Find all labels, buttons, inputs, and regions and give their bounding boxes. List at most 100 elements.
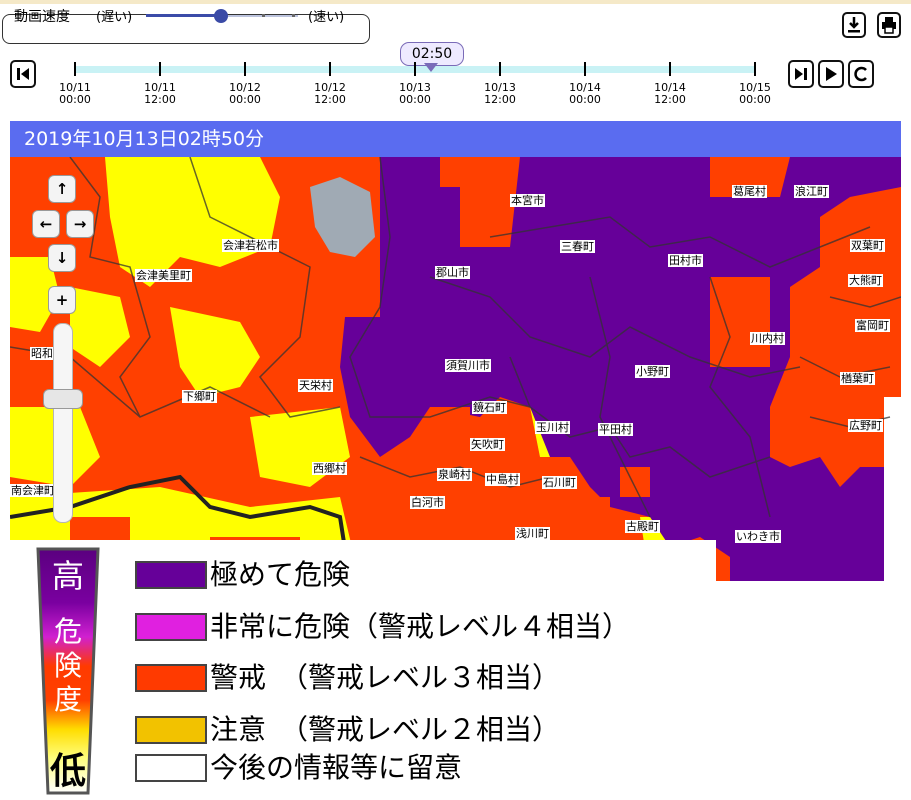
arrow-down-icon: ↓ <box>55 249 69 267</box>
place-label: 古殿町 <box>625 520 660 533</box>
caution-area <box>170 307 260 397</box>
place-label: 矢吹町 <box>470 438 505 451</box>
speed-slider-tick <box>262 14 265 17</box>
pan-up-button[interactable]: ↑ <box>48 175 76 203</box>
pan-left-button[interactable]: ← <box>32 210 60 238</box>
place-label: 本宮市 <box>510 194 545 207</box>
speed-slow-label: (遅い) <box>96 10 133 25</box>
place-label: 中島村 <box>485 473 520 486</box>
skip-start-button[interactable] <box>10 60 36 88</box>
legend-label: 今後の情報等に留意 <box>210 751 463 784</box>
place-label: 天栄村 <box>298 379 333 392</box>
timeline-tick <box>414 62 416 76</box>
place-label: 広野町 <box>848 419 883 432</box>
datetime-header: 2019年10月13日02時50分 <box>10 121 901 157</box>
legend-swatch <box>135 754 207 782</box>
caution-area <box>10 257 60 332</box>
place-label: 下郷町 <box>182 390 217 403</box>
tick-date: 10/12 <box>229 81 261 94</box>
download-button[interactable] <box>842 12 866 38</box>
scale-mid-label: 度 <box>54 683 82 716</box>
tick-date: 10/14 <box>569 81 601 94</box>
lake-inawashiro <box>310 177 375 257</box>
tick-date: 10/13 <box>484 81 516 94</box>
tick-date: 10/13 <box>399 81 431 94</box>
speed-slider-knob[interactable] <box>214 9 228 23</box>
tick-date: 10/11 <box>144 81 176 94</box>
place-label: 石川町 <box>542 476 577 489</box>
speed-slider-fill <box>146 14 222 17</box>
legend-label: 非常に危険（警戒レベル４相当） <box>210 610 631 643</box>
zoom-slider-thumb[interactable] <box>43 389 83 409</box>
legend-label: 注意 （警戒レベル２相当） <box>210 713 561 746</box>
tick-date: 10/14 <box>654 81 686 94</box>
tick-date: 10/11 <box>59 81 91 94</box>
place-label: 小野町 <box>635 365 670 378</box>
tick-date: 10/15 <box>739 81 771 94</box>
printer-icon <box>882 17 896 34</box>
legend-swatch <box>135 561 207 589</box>
timeline-tick <box>499 62 501 76</box>
place-label: 泉崎村 <box>437 468 472 481</box>
tick-time: 00:00 <box>739 93 771 106</box>
current-time-bubble[interactable]: 02:50 <box>400 42 464 66</box>
legend-panel <box>0 540 716 800</box>
speed-fast-label: (速い) <box>308 10 345 25</box>
tick-time: 12:00 <box>484 93 516 106</box>
place-label: 双葉町 <box>850 239 885 252</box>
place-label: 富岡町 <box>855 319 890 332</box>
step-forward-button[interactable] <box>788 60 814 88</box>
print-button[interactable] <box>877 12 901 38</box>
place-label: 三春町 <box>560 240 595 253</box>
pan-down-button[interactable]: ↓ <box>48 244 76 272</box>
place-label: いわき市 <box>735 530 781 543</box>
timeline-tick <box>669 62 671 76</box>
arrow-right-icon: → <box>73 215 87 233</box>
place-label: 川内村 <box>750 332 785 345</box>
place-label: 楢葉町 <box>840 372 875 385</box>
legend-label: 警戒 （警戒レベル３相当） <box>210 661 561 694</box>
place-label: 玉川村 <box>535 421 570 434</box>
scale-mid-label: 危 <box>54 615 82 648</box>
tick-date: 10/12 <box>314 81 346 94</box>
pan-right-button[interactable]: → <box>66 210 94 238</box>
place-label: 白河市 <box>410 496 445 509</box>
tick-time: 12:00 <box>144 93 176 106</box>
zoom-in-button[interactable]: + <box>48 286 76 314</box>
timeline-tick <box>159 62 161 76</box>
zoom-slider-track[interactable] <box>53 323 73 523</box>
prefecture-boundary <box>10 474 352 581</box>
place-label: 大熊町 <box>848 274 883 287</box>
tick-time: 00:00 <box>59 93 91 106</box>
place-label: 昭和 <box>30 347 54 360</box>
place-label: 西郷村 <box>312 462 347 475</box>
top-border <box>0 0 911 4</box>
caution-area <box>105 157 280 287</box>
speed-label: 動画速度 <box>14 9 70 25</box>
municipal-boundaries <box>10 157 901 518</box>
place-label: 浪江町 <box>794 185 829 198</box>
refresh-button[interactable] <box>848 60 874 88</box>
tick-time: 12:00 <box>654 93 686 106</box>
timeline-tick <box>584 62 586 76</box>
play-button[interactable] <box>818 60 844 88</box>
tick-time: 00:00 <box>229 93 261 106</box>
timeline-tick <box>754 62 756 76</box>
place-label: 平田村 <box>598 423 633 436</box>
scale-mid-label: 険 <box>54 649 82 682</box>
tick-time: 00:00 <box>569 93 601 106</box>
legend-swatch <box>135 664 207 692</box>
place-label: 葛尾村 <box>732 185 767 198</box>
place-label: 田村市 <box>668 254 703 267</box>
timeline-tick <box>244 62 246 76</box>
legend-swatch <box>135 716 207 744</box>
place-label: 南会津町 <box>10 484 56 497</box>
risk-map[interactable]: 会津若松市会津美里町昭和下郷町天栄村西郷村南会津町本宮市郡山市三春町田村市葛尾村… <box>10 157 901 581</box>
